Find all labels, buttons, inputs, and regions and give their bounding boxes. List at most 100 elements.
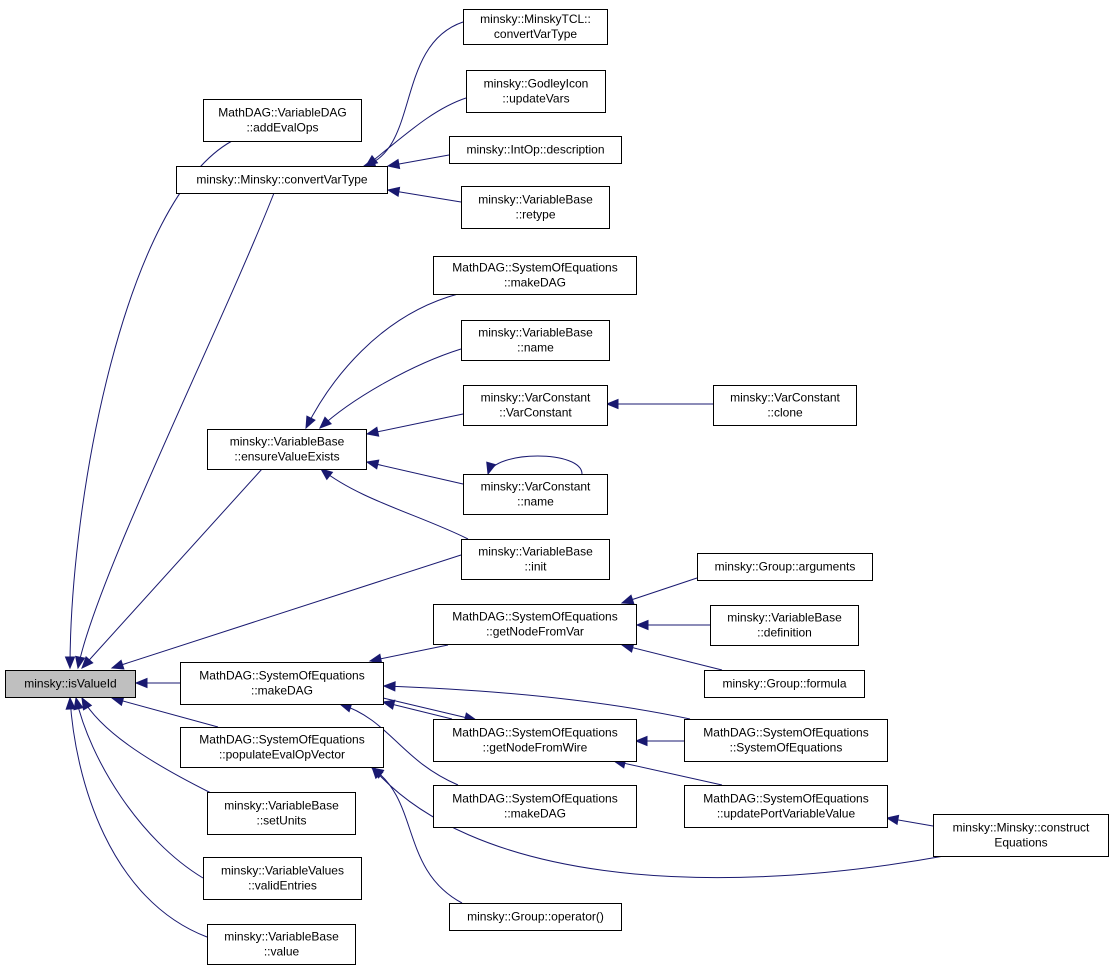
edge-line: [487, 455, 583, 475]
edge-groupFormula-to-getNodeFromVar: [620, 642, 723, 671]
node-soeCtor[interactable]: MathDAG::SystemOfEquations::SystemOfEqua…: [684, 719, 888, 762]
node-godleyUpdateVars[interactable]: minsky::GodleyIcon::updateVars: [466, 70, 606, 113]
edge-line: [69, 140, 233, 669]
node-box: [710, 605, 859, 646]
node-label: ::updatePortVariableValue: [717, 807, 856, 821]
node-soeMakeDAG3[interactable]: MathDAG::SystemOfEquations::makeDAG: [433, 785, 637, 828]
node-label: minsky::isValueId: [24, 677, 116, 691]
edge-vcVarConstant-to-ensureValueExists: [365, 413, 464, 437]
node-groupOperator[interactable]: minsky::Group::operator(): [449, 903, 622, 931]
node-convertVarType[interactable]: minsky::Minsky::convertVarType: [176, 166, 388, 194]
edge-soeCtor-to-soeMakeDAG2: [382, 681, 691, 720]
node-label: ::getNodeFromVar: [486, 625, 584, 639]
arrowhead: [486, 461, 497, 476]
node-groupArguments[interactable]: minsky::Group::arguments: [697, 553, 873, 581]
node-label: ::makeDAG: [504, 807, 566, 821]
node-vcClone[interactable]: minsky::VarConstant::clone: [713, 385, 857, 426]
arrowhead: [386, 186, 401, 198]
node-vbDefinition[interactable]: minsky::VariableBase::definition: [710, 605, 859, 646]
node-label: MathDAG::SystemOfEquations: [452, 792, 617, 806]
node-label: minsky::VarConstant: [481, 391, 591, 405]
node-label: ::definition: [757, 626, 812, 640]
node-label: ::getNodeFromWire: [483, 741, 588, 755]
node-box: [433, 719, 637, 762]
edge-vbName-to-ensureValueExists: [319, 348, 462, 429]
node-label: ::makeDAG: [504, 276, 566, 290]
arrowhead: [370, 767, 385, 779]
edge-line: [369, 644, 449, 662]
node-label: MathDAG::SystemOfEquations: [452, 610, 617, 624]
node-vbValue[interactable]: minsky::VariableBase::value: [207, 924, 356, 965]
edge-line: [371, 766, 945, 879]
node-label: minsky::VariableBase: [230, 435, 345, 449]
arrowhead: [368, 653, 383, 664]
node-vcName[interactable]: minsky::VarConstant::name: [463, 474, 608, 515]
node-box: [433, 785, 637, 828]
node-label: ::setUnits: [256, 814, 306, 828]
edge-line: [363, 21, 464, 167]
node-label: ::validEntries: [248, 879, 317, 893]
edge-line: [111, 554, 462, 669]
node-vcVarConstant[interactable]: minsky::VarConstant::VarConstant: [463, 385, 608, 426]
edge-vbValue-to-isValueId: [65, 696, 208, 938]
node-label: ::value: [264, 945, 300, 959]
edge-line: [111, 697, 219, 728]
node-isValueId[interactable]: minsky::isValueId: [5, 670, 136, 698]
node-vbName[interactable]: minsky::VariableBase::name: [461, 320, 610, 361]
node-setUnits[interactable]: minsky::VariableBase::setUnits: [207, 792, 356, 835]
edge-line: [382, 697, 477, 721]
node-box: [203, 99, 362, 142]
node-label: ::clone: [767, 406, 803, 420]
node-soeMakeDAG2[interactable]: MathDAG::SystemOfEquations::makeDAG: [180, 662, 384, 705]
node-box: [433, 604, 637, 645]
arrowhead: [64, 656, 76, 670]
node-soeMakeDAG1[interactable]: MathDAG::SystemOfEquations::makeDAG: [433, 256, 637, 295]
node-retype[interactable]: minsky::VariableBase::retype: [461, 186, 610, 229]
node-getNodeFromWire[interactable]: MathDAG::SystemOfEquations::getNodeFromW…: [433, 719, 637, 762]
node-addEvalOps[interactable]: MathDAG::VariableDAG::addEvalOps: [203, 99, 362, 142]
node-vbInit[interactable]: minsky::VariableBase::init: [461, 539, 610, 580]
node-label: ::addEvalOps: [246, 121, 318, 135]
node-box: [176, 166, 388, 194]
node-label: MathDAG::SystemOfEquations: [199, 733, 364, 747]
edge-intOpDescription-to-convertVarType: [386, 154, 450, 170]
edge-soeCtor-to-getNodeFromWire: [634, 735, 684, 747]
arrowhead: [364, 154, 379, 167]
arrowhead: [386, 158, 401, 170]
node-box: [207, 429, 367, 470]
node-intOpDescription[interactable]: minsky::IntOp::description: [449, 136, 622, 164]
edge-soeMakeDAG2-to-getNodeFromWire: [382, 697, 478, 723]
node-groupFormula[interactable]: minsky::Group::formula: [704, 670, 865, 698]
node-label: ::name: [517, 341, 554, 355]
edge-line: [339, 703, 459, 786]
edge-ensureValueExists-to-isValueId: [81, 468, 263, 669]
edge-addEvalOps-to-isValueId: [64, 140, 233, 670]
node-box: [466, 70, 606, 113]
node-updatePortVariableValue[interactable]: MathDAG::SystemOfEquations::updatePortVa…: [684, 785, 888, 828]
arrowhead: [81, 655, 94, 669]
node-label: MathDAG::SystemOfEquations: [703, 726, 868, 740]
node-label: ::updateVars: [502, 92, 569, 106]
node-box: [697, 553, 873, 581]
node-box: [461, 320, 610, 361]
node-validEntries[interactable]: minsky::VariableValues::validEntries: [203, 857, 362, 900]
edge-retype-to-convertVarType: [386, 186, 462, 203]
node-label: minsky::VariableBase: [478, 193, 593, 207]
edge-godleyUpdateVars-to-convertVarType: [364, 97, 467, 167]
node-label: minsky::Group::operator(): [467, 910, 604, 924]
edge-line: [69, 697, 208, 938]
node-label: MathDAG::SystemOfEquations: [452, 726, 617, 740]
node-box: [684, 785, 888, 828]
arrowhead: [319, 468, 334, 481]
edge-soeMakeDAG2-to-isValueId: [134, 677, 180, 689]
node-box: [933, 814, 1109, 857]
edge-vcName-to-vcName: [486, 455, 583, 476]
node-getNodeFromVar[interactable]: MathDAG::SystemOfEquations::getNodeFromV…: [433, 604, 637, 645]
node-label: minsky::VariableBase: [478, 326, 593, 340]
node-populateEvalOpVector[interactable]: MathDAG::SystemOfEquations::populateEval…: [180, 727, 384, 768]
node-ensureValueExists[interactable]: minsky::VariableBase::ensureValueExists: [207, 429, 367, 470]
node-tclConvertVarType[interactable]: minsky::MinskyTCL::convertVarType: [463, 9, 608, 45]
edge-line: [75, 697, 204, 879]
